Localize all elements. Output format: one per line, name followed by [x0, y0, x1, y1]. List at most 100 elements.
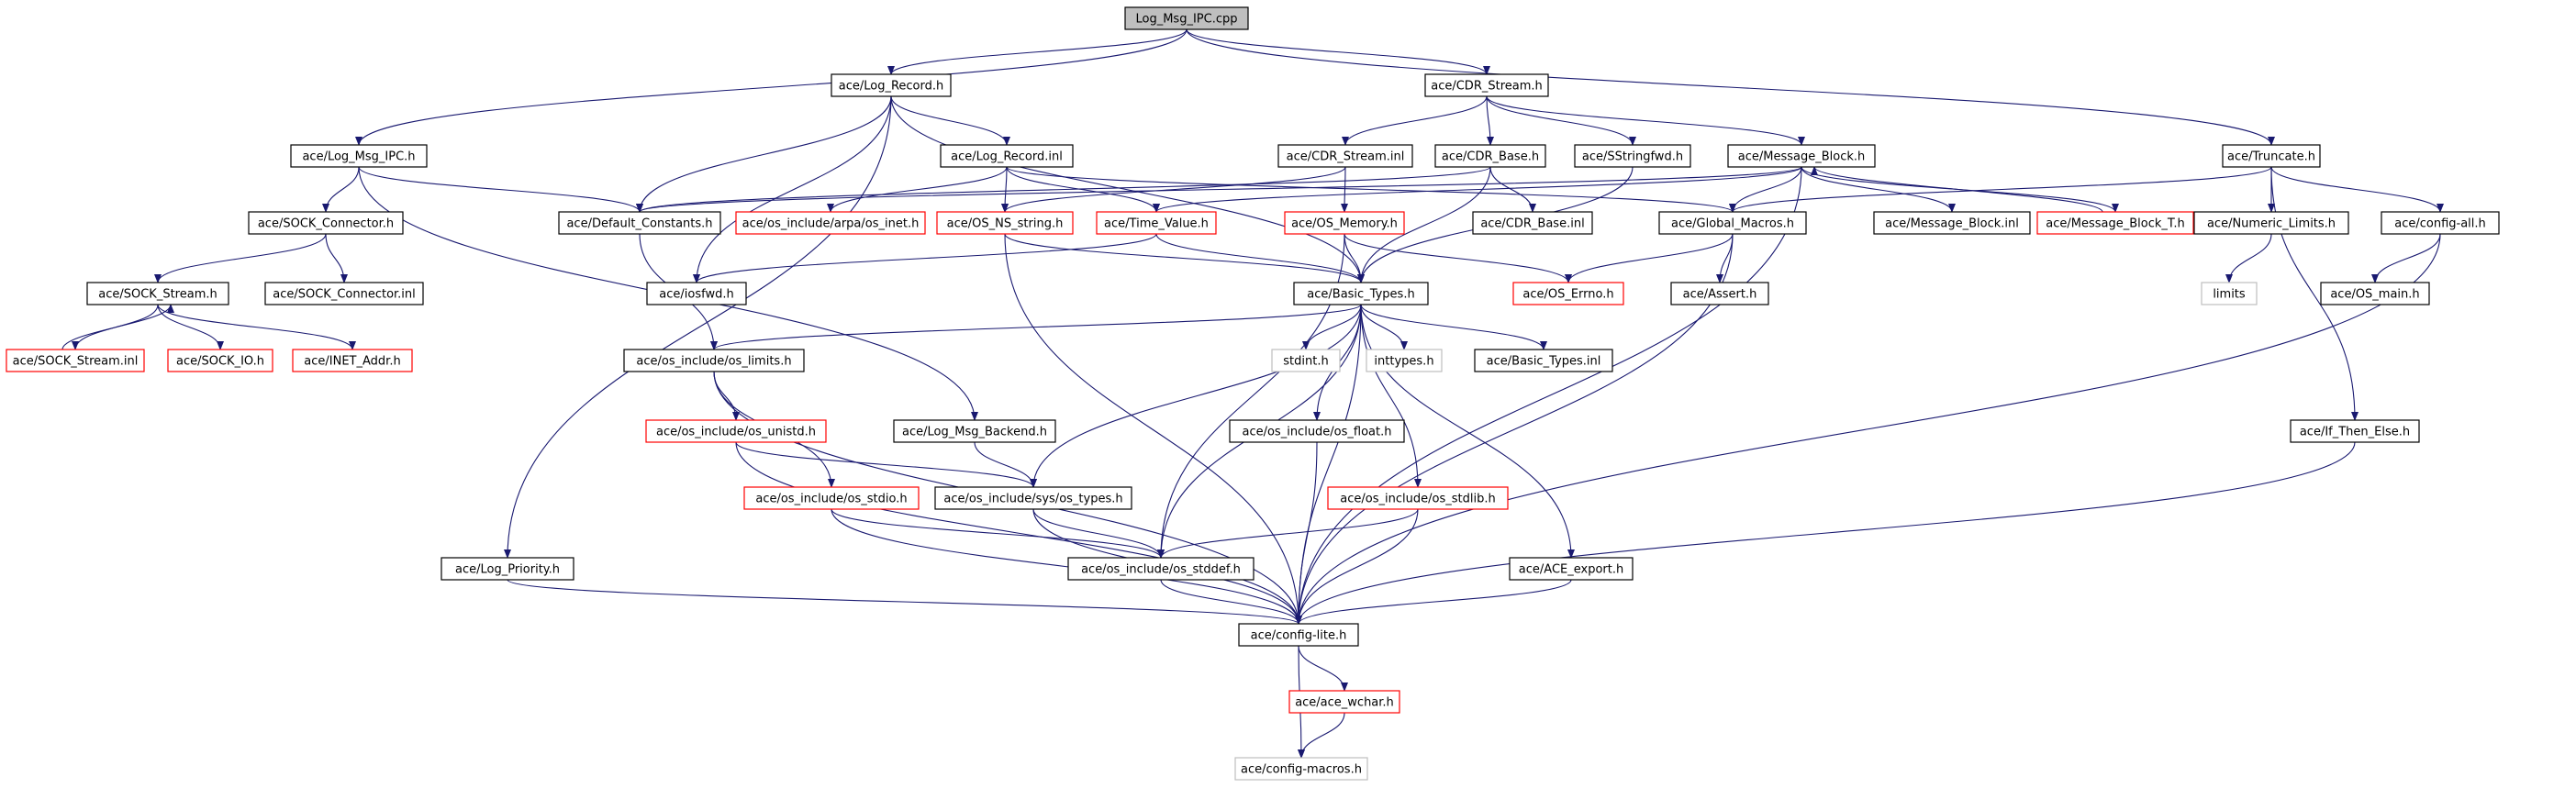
node-log-record-h[interactable]: ace/Log_Record.h	[831, 73, 952, 97]
node-cdr-stream-inl[interactable]: ace/CDR_Stream.inl	[1277, 144, 1413, 168]
node-cdr-base-h[interactable]: ace/CDR_Base.h	[1434, 144, 1546, 168]
node-box	[1271, 349, 1341, 372]
node-os-errno-h[interactable]: ace/OS_Errno.h	[1512, 282, 1624, 305]
node-box	[743, 486, 920, 510]
node-box	[86, 282, 229, 305]
node-os-unistd-h[interactable]: ace/os_include/os_unistd.h	[645, 419, 827, 443]
node-ace-wchar-h[interactable]: ace/ace_wchar.h	[1288, 690, 1400, 714]
node-message-block-h[interactable]: ace/Message_Block.h	[1727, 144, 1876, 168]
node-log-msg-ipc-h[interactable]: ace/Log_Msg_IPC.h	[290, 144, 428, 168]
node-numeric-limits-h[interactable]: ace/Numeric_Limits.h	[2193, 211, 2349, 235]
node-label: ace/Log_Record.h	[839, 80, 944, 94]
node-label: ace/SOCK_Stream.h	[98, 288, 217, 302]
node-os-memory-h[interactable]: ace/OS_Memory.h	[1284, 211, 1405, 235]
node-label: ace/Numeric_Limits.h	[2207, 217, 2336, 231]
node-sock-connector-h[interactable]: ace/SOCK_Connector.h	[248, 211, 404, 235]
node-os-ns-string-h[interactable]: ace/OS_NS_string.h	[936, 211, 1074, 235]
node-box	[2222, 144, 2321, 168]
edge-truncate_h-to-if_then_else_h	[2270, 166, 2359, 421]
node-message-block-inl[interactable]: ace/Message_Block.inl	[1873, 211, 2031, 235]
edge-basic_types_h-to-inttypes_h	[1360, 304, 1408, 350]
node-label: ace/Log_Priority.h	[455, 563, 560, 577]
edge-basic_types_h-to-sys_os_types_h	[1030, 304, 1362, 488]
node-os-stdlib-h[interactable]: ace/os_include/os_stdlib.h	[1327, 486, 1509, 510]
node-os-stddef-h[interactable]: ace/os_include/os_stddef.h	[1067, 557, 1255, 581]
node-if-then-else-h[interactable]: ace/If_Then_Else.h	[2290, 419, 2420, 443]
edge-config_all_h-to-config_lite_h	[1295, 233, 2441, 625]
node-default-constants-h[interactable]: ace/Default_Constants.h	[558, 211, 721, 235]
node-box	[248, 211, 404, 235]
node-label: ace/CDR_Base.h	[1442, 150, 1539, 164]
edge-numeric_limits_h-to-limits	[2225, 233, 2272, 283]
node-truncate-h[interactable]: ace/Truncate.h	[2222, 144, 2321, 168]
node-global-macros-h[interactable]: ace/Global_Macros.h	[1658, 211, 1807, 235]
node-config-lite-h[interactable]: ace/config-lite.h	[1238, 623, 1359, 647]
node-ace-export-h[interactable]: ace/ACE_export.h	[1509, 557, 1634, 581]
node-box	[1658, 211, 1807, 235]
node-box	[290, 144, 428, 168]
edge-os_ns_string_h-to-config_lite_h	[1004, 233, 1302, 625]
edge-config_all_h-to-os_main_h	[2371, 233, 2441, 283]
edge-log_record_inl-to-global_macros_h	[1006, 166, 1736, 213]
node-box	[936, 211, 1074, 235]
node-label: ace/os_include/os_float.h	[1242, 426, 1391, 439]
node-label: ace/SOCK_IO.h	[176, 355, 264, 369]
node-inttypes-h[interactable]: inttypes.h	[1366, 349, 1443, 372]
node-basic-types-inl[interactable]: ace/Basic_Types.inl	[1474, 349, 1613, 372]
node-cdr-stream-h[interactable]: ace/CDR_Stream.h	[1424, 73, 1549, 97]
node-label: limits	[2213, 288, 2246, 302]
edge-log_msg_ipc_h-to-sock_connector_h	[322, 166, 360, 213]
node-os-stdio-h[interactable]: ace/os_include/os_stdio.h	[743, 486, 920, 510]
node-assert-h[interactable]: ace/Assert.h	[1670, 282, 1769, 305]
node-sys-os-types-h[interactable]: ace/os_include/sys/os_types.h	[934, 486, 1132, 510]
node-log-priority-h[interactable]: ace/Log_Priority.h	[440, 557, 574, 581]
node-inet-addr-h[interactable]: ace/INET_Addr.h	[292, 349, 413, 372]
node-label: ace/OS_Errno.h	[1522, 288, 1613, 302]
node-os-float-h[interactable]: ace/os_include/os_float.h	[1229, 419, 1405, 443]
node-label: ace/Truncate.h	[2227, 150, 2315, 164]
node-label: ace/INET_Addr.h	[304, 355, 400, 369]
node-sstringfwd-h[interactable]: ace/SStringfwd.h	[1574, 144, 1691, 168]
node-box	[2290, 419, 2420, 443]
node-log-record-inl[interactable]: ace/Log_Record.inl	[940, 144, 1074, 168]
node-sock-stream-h[interactable]: ace/SOCK_Stream.h	[86, 282, 229, 305]
node-os-arpa-inet-h[interactable]: ace/os_include/arpa/os_inet.h	[735, 211, 926, 235]
edge-ace_wchar_h-to-config_macros_h	[1298, 712, 1345, 759]
node-box	[1434, 144, 1546, 168]
node-label: inttypes.h	[1374, 355, 1433, 369]
edge-os_memory_h-to-basic_types_h	[1344, 233, 1365, 283]
node-log-msg-backend-h[interactable]: ace/Log_Msg_Backend.h	[893, 419, 1056, 443]
edge-log_record_h-to-log_record_inl	[890, 95, 1010, 146]
node-box	[1366, 349, 1443, 372]
edge-sock_connector_h-to-sock_connector_inl	[325, 233, 348, 283]
node-sock-stream-inl[interactable]: ace/SOCK_Stream.inl	[6, 349, 145, 372]
edge-cdr_stream_h-to-sstringfwd_h	[1486, 95, 1636, 146]
node-os-limits-h[interactable]: ace/os_include/os_limits.h	[623, 349, 805, 372]
node-cdr-base-inl[interactable]: ace/CDR_Base.inl	[1472, 211, 1593, 235]
edge-sock_stream_h-to-inet_addr_h	[157, 304, 356, 350]
edge-os_stdio_h-to-config_lite_h	[831, 508, 1302, 625]
edge-sock_stream_h-to-sock_io_h	[157, 304, 224, 350]
node-box	[1424, 73, 1549, 97]
node-sock-io-h[interactable]: ace/SOCK_IO.h	[167, 349, 273, 372]
node-limits[interactable]: limits	[2201, 282, 2258, 305]
node-box	[893, 419, 1056, 443]
node-config-all-h[interactable]: ace/config-all.h	[2381, 211, 2500, 235]
node-iosfwd-h[interactable]: ace/iosfwd.h	[646, 282, 747, 305]
node-os-main-h[interactable]: ace/OS_main.h	[2320, 282, 2430, 305]
edge-message_block_h-to-default_constants_h	[636, 166, 1802, 213]
node-box	[1474, 349, 1613, 372]
edge-os_ns_string_h-to-basic_types_h	[1004, 233, 1365, 283]
node-basic-types-h[interactable]: ace/Basic_Types.h	[1293, 282, 1429, 305]
node-box	[167, 349, 273, 372]
edge-log_record_h-to-default_constants_h	[636, 95, 892, 213]
node-sock-connector-inl[interactable]: ace/SOCK_Connector.inl	[264, 282, 424, 305]
edge-time_value_h-to-basic_types_h	[1155, 233, 1365, 283]
node-message-block-t-h[interactable]: ace/Message_Block_T.h	[2036, 211, 2194, 235]
node-stdint-h[interactable]: stdint.h	[1271, 349, 1341, 372]
node-config-macros-h[interactable]: ace/config-macros.h	[1234, 757, 1368, 781]
edge-os_stddef_h-to-config_lite_h	[1160, 579, 1302, 625]
node-time-value-h[interactable]: ace/Time_Value.h	[1096, 211, 1217, 235]
edge-global_macros_h-to-os_errno_h	[1565, 233, 1734, 283]
